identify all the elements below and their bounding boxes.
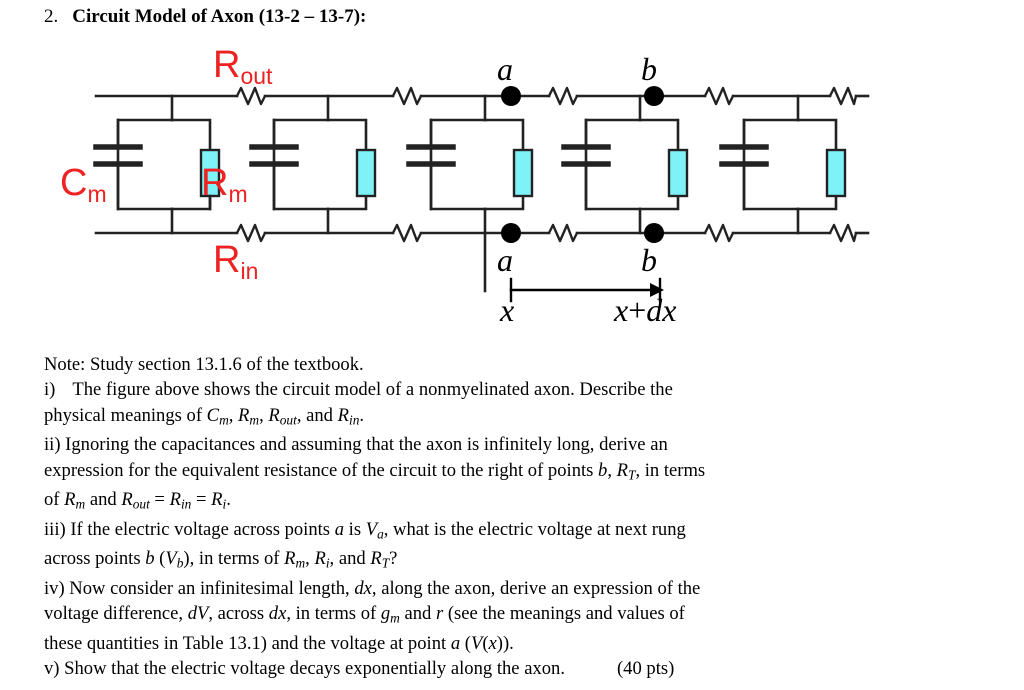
label-node-b-bottom: b — [641, 242, 657, 278]
label-node-a-bottom: a — [497, 242, 513, 278]
points-label: (40 pts) — [616, 658, 675, 680]
circuit-svg — [93, 86, 870, 303]
item-v-line-1: v) Show that the electric voltage decays… — [44, 658, 675, 680]
label-x: x — [500, 292, 515, 328]
label-r-in: Rin — [213, 239, 259, 284]
node-dot-b-top — [644, 86, 664, 106]
series-resistor-bottom — [235, 223, 858, 243]
rung — [719, 94, 838, 235]
label-r-m: Rm — [201, 162, 248, 207]
label-c-m: Cm — [60, 162, 107, 207]
label-node-a-top: a — [497, 51, 513, 87]
series-resistor-top — [235, 86, 858, 106]
item-iv-line-3: these quantities in Table 13.1) and the … — [44, 633, 514, 655]
membrane-resistor-box — [355, 148, 377, 198]
rung — [249, 94, 368, 235]
rung — [93, 94, 212, 235]
item-ii-line-3: of Rm and Rout = Rin = Ri. — [44, 489, 231, 512]
item-ii-line-2: expression for the equivalent resistance… — [44, 459, 706, 482]
node-dot-a-bottom — [501, 223, 521, 243]
circuit-diagram-figure: Rout Rin Cm Rm a b a b x x+dx — [0, 36, 1024, 346]
problem-title: Circuit Model of Axon (13-2 – 13-7): — [72, 6, 367, 27]
problem-body-text: Note: Study section 13.1.6 of the textbo… — [44, 352, 994, 682]
membrane-resistor-box — [667, 148, 689, 198]
item-i-line-2: physical meanings of Cm, Rm, Rout, and R… — [44, 404, 365, 427]
rung — [406, 94, 525, 293]
label-r-out: Rout — [213, 44, 273, 89]
item-iv-line-2: voltage difference, dV, across dx, in te… — [44, 603, 685, 626]
item-iii-line-1: iii) If the electric voltage across poin… — [44, 518, 686, 542]
membrane-resistor-box — [512, 148, 534, 198]
dimension-line — [509, 277, 664, 303]
rung — [561, 94, 680, 235]
problem-heading: 2. Circuit Model of Axon (13-2 – 13-7): — [44, 6, 366, 28]
problem-number: 2. — [44, 6, 59, 27]
node-dot-a-top — [501, 86, 521, 106]
dimension-arrowhead — [650, 283, 664, 297]
label-node-b-top: b — [641, 51, 657, 87]
item-i-line-1: i)The figure above shows the circuit mod… — [44, 379, 673, 401]
item-iv-line-1: iv) Now consider an infinitesimal length… — [44, 578, 701, 600]
item-ii-line-1: ii) Ignoring the capacitances and assumi… — [44, 434, 668, 456]
membrane-resistor-box — [825, 148, 847, 198]
note-line: Note: Study section 13.1.6 of the textbo… — [44, 354, 364, 375]
node-dot-b-bottom — [644, 223, 664, 243]
label-x-plus-dx: x+dx — [614, 292, 677, 328]
item-iii-line-2: across points b (Vb), in terms of Rm, Ri… — [44, 548, 398, 571]
